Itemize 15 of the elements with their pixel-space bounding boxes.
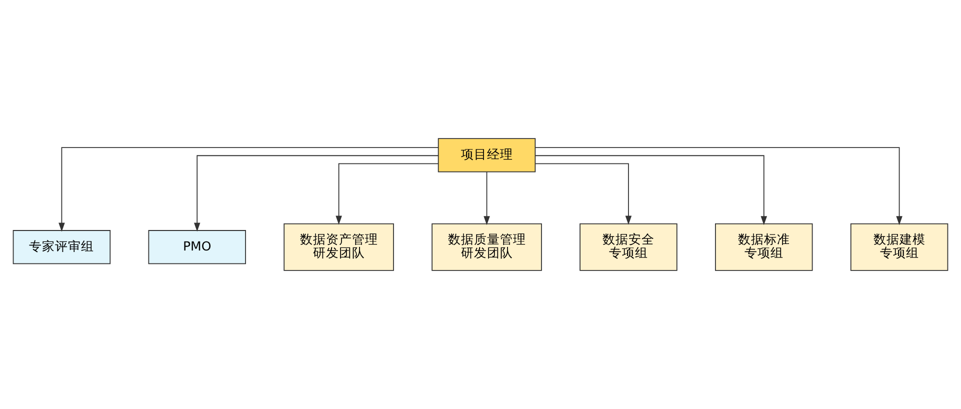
arrow: [534, 147, 902, 226]
node-box: 数据标准专项组: [715, 223, 813, 271]
arrow: [58, 147, 438, 232]
arrow: [535, 163, 632, 225]
node-box: PMO: [148, 230, 246, 264]
node-box: 数据资产管理研发团队: [284, 223, 394, 271]
node-box: 专家评审组: [12, 230, 111, 264]
node-box: 项目经理: [438, 138, 536, 172]
node-box: 数据安全专项组: [580, 223, 678, 271]
arrow: [194, 155, 439, 232]
node-box: 数据质量管理研发团队: [432, 223, 542, 271]
arrow: [336, 163, 439, 225]
arrow: [484, 172, 490, 226]
node-box: 数据建模专项组: [850, 223, 948, 271]
arrow: [534, 155, 768, 226]
